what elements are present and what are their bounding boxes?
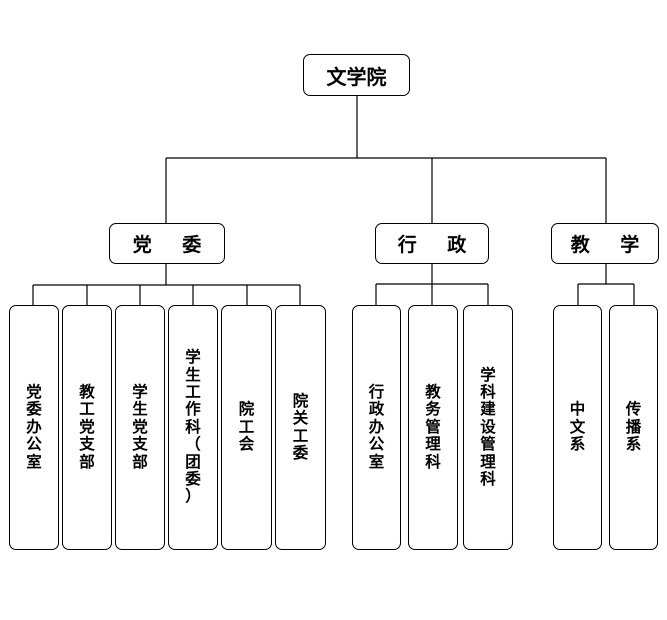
leaf-label: 院工会 bbox=[238, 400, 255, 454]
root-node: 文学院 bbox=[303, 54, 410, 96]
leaf-node: 行政办公室 bbox=[352, 305, 401, 550]
leaf-node: 教务管理科 bbox=[408, 305, 458, 550]
leaf-node: 学科建设管理科 bbox=[463, 305, 513, 550]
branch-label: 行 政 bbox=[397, 234, 479, 256]
leaf-label: 教务管理科 bbox=[425, 383, 441, 471]
leaf-node: 学生工作科（团委） bbox=[168, 305, 218, 550]
leaf-label: 学生工作科（团委） bbox=[185, 348, 201, 506]
branch-node-administration: 行 政 bbox=[375, 223, 489, 264]
leaf-node: 中文系 bbox=[553, 305, 602, 550]
branch-node-party-committee: 党 委 bbox=[109, 223, 225, 264]
branch-label: 党 委 bbox=[132, 234, 214, 256]
branch-node-teaching: 教 学 bbox=[551, 223, 659, 264]
leaf-label: 学生党支部 bbox=[132, 383, 148, 471]
leaf-label: 中文系 bbox=[569, 400, 586, 454]
leaf-node: 传播系 bbox=[609, 305, 658, 550]
root-label: 文学院 bbox=[326, 64, 387, 89]
leaf-label: 传播系 bbox=[625, 400, 642, 454]
leaf-node: 学生党支部 bbox=[115, 305, 165, 550]
leaf-label: 院关工委 bbox=[292, 391, 309, 462]
leaf-label: 党委办公室 bbox=[26, 383, 42, 471]
leaf-node: 教工党支部 bbox=[62, 305, 112, 550]
leaf-label: 教工党支部 bbox=[79, 383, 95, 471]
leaf-node: 院工会 bbox=[221, 305, 272, 550]
leaf-label: 学科建设管理科 bbox=[480, 365, 496, 488]
leaf-node: 党委办公室 bbox=[9, 305, 59, 550]
leaf-node: 院关工委 bbox=[275, 305, 326, 550]
leaf-label: 行政办公室 bbox=[368, 383, 385, 471]
branch-label: 教 学 bbox=[570, 234, 652, 256]
